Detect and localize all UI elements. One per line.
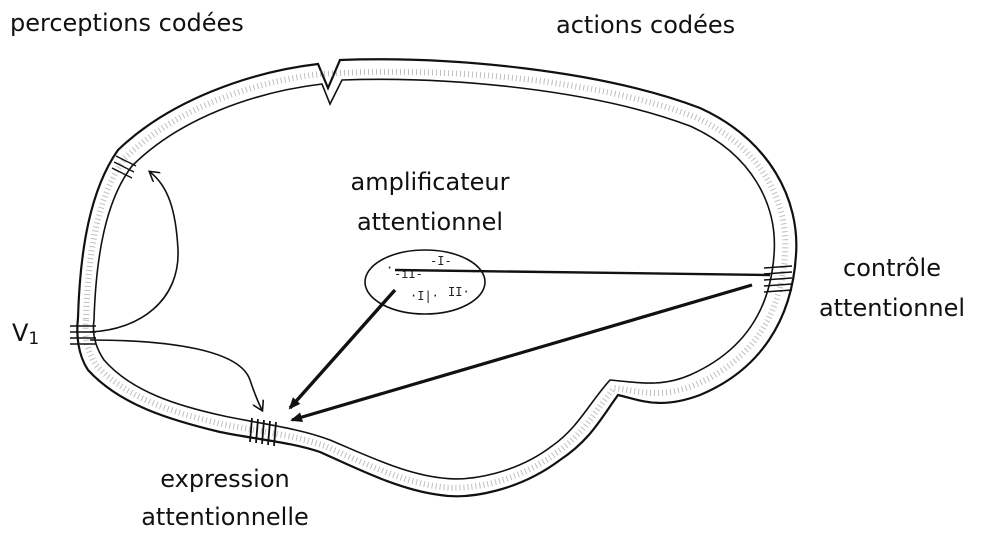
label-amplificateur-line1: amplificateur (300, 162, 560, 202)
arrow-v1-to-expression (90, 340, 262, 410)
svg-text:-I-: -I- (430, 254, 452, 268)
label-actions-codees: actions codées (556, 10, 735, 40)
label-amplificateur-attentionnel: amplificateur attentionnel (300, 162, 560, 242)
hatch-v1 (70, 326, 96, 344)
amplifier-texture: -I- -ıI- ·I|· II· · · (386, 254, 477, 303)
label-v1: V1 (12, 318, 39, 354)
label-expression-attentionnelle: expression attentionnelle (115, 460, 335, 536)
label-perceptions-codees: perceptions codées (10, 8, 244, 38)
label-v1-letter: V (12, 319, 28, 347)
svg-text:II·: II· (448, 285, 470, 299)
arrow-amplifier-to-expression (290, 290, 395, 408)
line-control-to-amplifier (395, 270, 770, 275)
label-controle-line2: attentionnel (792, 288, 985, 328)
label-expression-line2: attentionnelle (115, 498, 335, 536)
svg-text:·: · (386, 261, 393, 275)
label-v1-subscript: 1 (28, 329, 39, 349)
svg-text:·I|·: ·I|· (410, 289, 439, 303)
cortex-inner-contour (93, 79, 774, 479)
label-controle-line1: contrôle (792, 248, 985, 288)
label-expression-line1: expression (115, 460, 335, 498)
label-amplificateur-line2: attentionnel (300, 202, 560, 242)
label-controle-attentionnel: contrôle attentionnel (792, 248, 985, 328)
